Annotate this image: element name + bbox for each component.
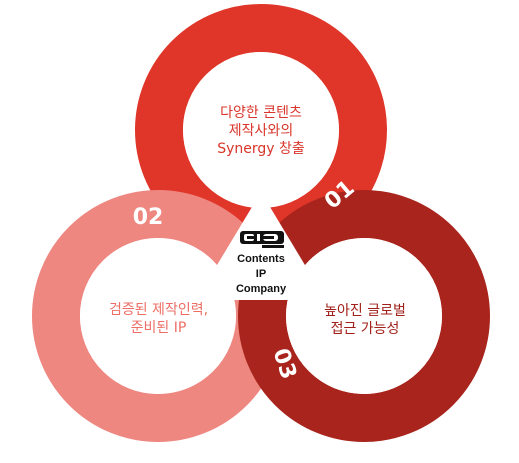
center-line-3: Company — [235, 282, 287, 295]
ring-1-line-2: 제작사와의 — [228, 123, 294, 140]
center-label: Contents IP Company — [221, 252, 301, 297]
ring-3-line-2: 접근 가능성 — [330, 321, 400, 338]
ring-2-text: 검증된 제작인력, 준비된 IP — [76, 301, 241, 337]
ring-2-number: 02 — [133, 205, 164, 230]
ring-3 — [238, 190, 490, 442]
ring-3-text: 높아진 글로벌 접근 가능성 — [290, 302, 440, 338]
ring-1-line-1: 다양한 콘텐츠 — [220, 105, 302, 121]
ring-2-line-2: 준비된 IP — [130, 320, 187, 337]
ring-2-line-1: 검증된 제작인력, — [108, 302, 209, 318]
ring-3-inner — [286, 238, 442, 394]
cid-logo-icon — [240, 231, 284, 248]
center-overlap — [196, 192, 326, 300]
center-line-2: IP — [255, 267, 267, 280]
ring-2-inner — [80, 238, 236, 394]
ring-1-line-3: Synergy 창출 — [217, 141, 305, 158]
ring-1-text: 다양한 콘텐츠 제작사와의 Synergy 창출 — [181, 104, 341, 159]
ring-1-inner — [183, 52, 339, 208]
center-line-1: Contents — [237, 253, 285, 265]
ring-3-line-1: 높아진 글로벌 — [324, 303, 406, 319]
